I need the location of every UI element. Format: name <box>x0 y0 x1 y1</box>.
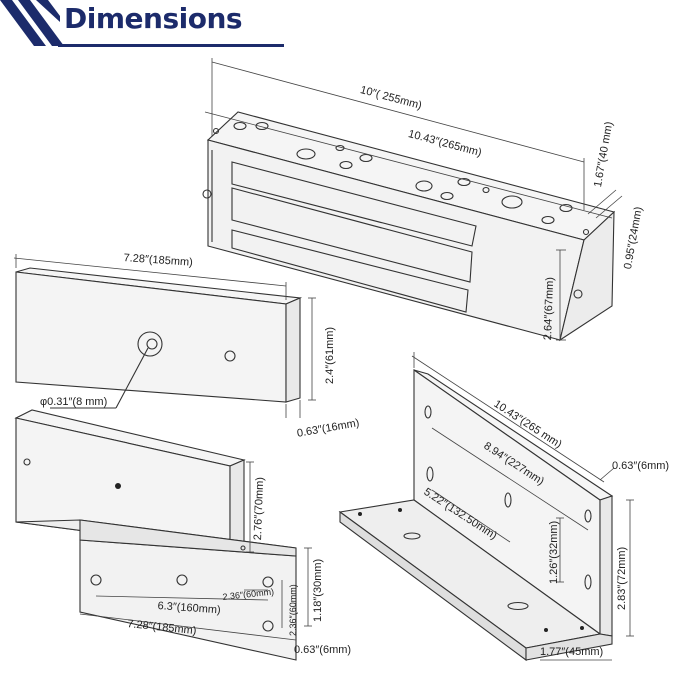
zl-step-label: 1.18″(30mm) <box>312 558 324 622</box>
armature-plate-drawing <box>13 254 316 418</box>
plate-height-label: 2.4″(61mm) <box>324 326 336 384</box>
header-stripes <box>0 0 64 46</box>
plate-hole-label: φ0.31″(8 mm) <box>40 396 108 408</box>
lb-thickness-label: 0.63″(6mm) <box>612 460 670 472</box>
zl-bracket-drawing <box>14 409 312 661</box>
zl-offset-vertical-label: 2.36″(60mm) <box>288 584 298 636</box>
page-title: Dimensions <box>64 2 243 35</box>
magnet-drawing <box>202 58 623 342</box>
title-underline <box>58 44 284 47</box>
l-bracket-drawing <box>338 352 634 662</box>
lb-width-label: 1.77″(45mm) <box>540 646 604 658</box>
magnet-height-label: 2.64″(67mm) <box>542 276 557 341</box>
zl-thickness-label: 0.63″(6mm) <box>294 644 352 656</box>
lb-height-label: 2.83″(72mm) <box>616 546 628 610</box>
lb-hole-gap-label: 1.26″(32mm) <box>548 520 560 584</box>
zl-height-upper-label: 2.76″(70mm) <box>252 476 267 541</box>
